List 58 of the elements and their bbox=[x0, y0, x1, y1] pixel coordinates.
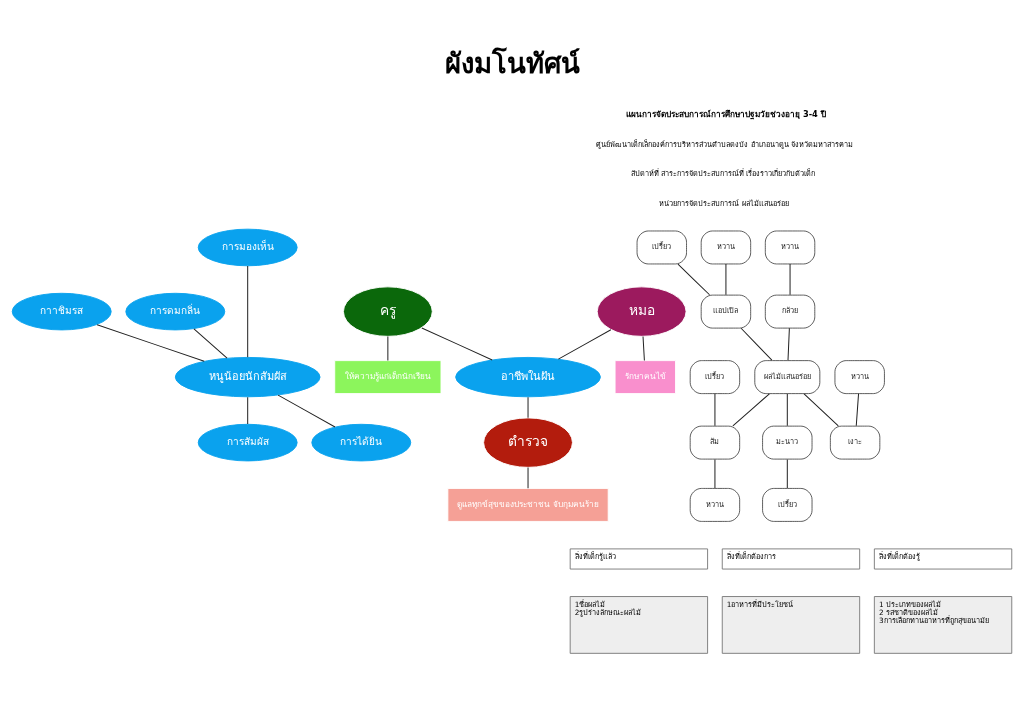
connector bbox=[677, 263, 711, 295]
connector bbox=[786, 458, 788, 488]
node-box: หวาน bbox=[700, 230, 752, 264]
label: สิ่งที่เด็กรู้แล้ว bbox=[574, 551, 616, 561]
connector bbox=[387, 335, 389, 361]
connector bbox=[855, 392, 860, 426]
node-box: ดูแลทุกข์สุขของประชาชน จับกุมคนร้าย bbox=[447, 487, 609, 522]
node-ellipse: หนูน้อยนักสัมผัส bbox=[174, 356, 321, 397]
connector bbox=[557, 328, 612, 360]
connector bbox=[714, 458, 716, 488]
node-box: แอปเปิล bbox=[700, 294, 752, 328]
connector bbox=[277, 394, 336, 427]
node-box: กล้วย bbox=[764, 294, 816, 328]
label: แผนการจัดประสบการณ์การศึกษาปฐมวัยช่วงอายุ 3-4 ปี bbox=[626, 108, 826, 119]
connector bbox=[247, 265, 249, 358]
node-box: มะนาว bbox=[762, 425, 813, 459]
connector bbox=[787, 327, 790, 361]
node-box: รักษาคนไข้ bbox=[614, 359, 676, 394]
node-box: ส้ม bbox=[689, 425, 741, 459]
label: 1ชื่อผลไม้ 2รูปร่างลักษณะผลไม้ bbox=[574, 599, 642, 617]
connector bbox=[642, 335, 645, 361]
label: สัปดาห์ที่ สาระการจัดประสบการณ์ที่ เรื่องราวเกี่ยวกับตัวเด็ก bbox=[630, 168, 816, 178]
node-box: เปรี้ยว bbox=[689, 359, 741, 394]
node-box: หวาน bbox=[764, 230, 816, 264]
connector bbox=[740, 327, 773, 361]
connector bbox=[732, 392, 770, 426]
connector bbox=[96, 323, 205, 362]
connector bbox=[247, 396, 249, 424]
label: หน่วยการจัดประสบการณ์ ผลไม้แสนอร่อย bbox=[659, 198, 789, 208]
node-box: เปรี้ยว bbox=[636, 230, 687, 264]
label: สิ่งที่เด็กต้องการ bbox=[726, 551, 776, 561]
node-box: เงาะ bbox=[830, 425, 881, 459]
connector bbox=[725, 263, 727, 295]
node-ellipse: การมองเห็น bbox=[197, 228, 298, 266]
connector bbox=[789, 263, 791, 295]
node-ellipse: ตำรวจ bbox=[483, 416, 573, 468]
node-ellipse: ครู bbox=[342, 285, 433, 337]
node-ellipse: การสัมผัส bbox=[197, 423, 298, 461]
label: สิ่งที่เด็กต้องรู้ bbox=[878, 551, 920, 561]
node-ellipse: อาชีพในฝัน bbox=[455, 356, 601, 397]
connector bbox=[714, 392, 716, 426]
node-box: เปรี้ยว bbox=[762, 487, 813, 522]
label: ศูนย์พัฒนาเด็กเล็กองค์การบริหารส่วนตำบลดงบัง อำเภอนาดูน จังหวัดมหาสารคาม bbox=[596, 139, 853, 149]
connector bbox=[193, 327, 228, 359]
node-ellipse: การดมกลิ่น bbox=[125, 292, 226, 330]
node-box: หวาน bbox=[834, 359, 885, 394]
node-box: ให้ความรู้แก่เด็กนักเรียน bbox=[334, 359, 442, 394]
node-box: ผลไม้แสนอร่อย bbox=[754, 359, 821, 394]
node-ellipse: หมอ bbox=[596, 285, 687, 337]
connector bbox=[421, 326, 493, 360]
label: 1อาหารที่มีประโยชน์ bbox=[726, 599, 794, 609]
node-ellipse: การได้ยิน bbox=[311, 423, 412, 461]
label: 1 ประเภทของผลไม้ 2 รสชาติของผลไม้ 3การเลือกทานอาหารที่ถูกสุขอนามัย bbox=[878, 599, 989, 625]
connector bbox=[803, 392, 839, 426]
node-ellipse: กาาชิมรส bbox=[11, 292, 112, 330]
connector bbox=[786, 392, 788, 426]
diagram-title: ผังมโนทัศน์ bbox=[444, 46, 580, 79]
node-box: หวาน bbox=[689, 487, 741, 522]
